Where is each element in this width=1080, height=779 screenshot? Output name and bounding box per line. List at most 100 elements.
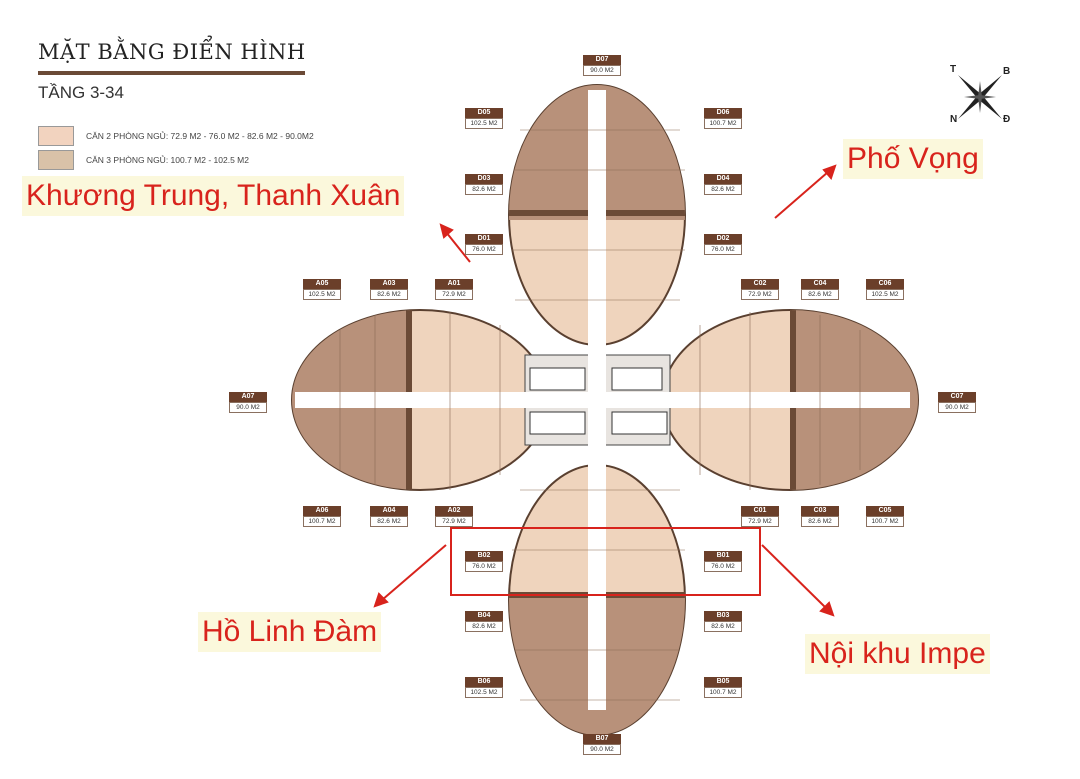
unit-code: D01: [465, 234, 503, 244]
title-divider: [38, 71, 305, 75]
unit-code: A04: [370, 506, 408, 516]
unit-label-a07: A07 90.0 M2: [229, 392, 267, 413]
unit-area: 72.9 M2: [741, 516, 779, 527]
unit-area: 82.6 M2: [370, 289, 408, 300]
unit-grid-lines: [339, 129, 861, 701]
unit-area: 72.9 M2: [435, 516, 473, 527]
unit-code: D02: [704, 234, 742, 244]
unit-label-d05: D05 102.5 M2: [465, 108, 503, 129]
compass-t: T: [950, 64, 957, 75]
unit-label-c03: C03 82.6 M2: [801, 506, 839, 527]
unit-label-d07: D07 90.0 M2: [583, 55, 621, 76]
unit-code: D06: [704, 108, 742, 118]
legend-item-2br: CĂN 2 PHÒNG NGỦ: 72.9 M2 - 76.0 M2 - 82.…: [38, 126, 314, 146]
unit-area: 90.0 M2: [583, 65, 621, 76]
unit-label-b02: B02 76.0 M2: [465, 551, 503, 572]
unit-label-d06: D06 100.7 M2: [704, 108, 742, 129]
unit-label-d02: D02 76.0 M2: [704, 234, 742, 255]
unit-code: A03: [370, 279, 408, 289]
unit-area: 102.5 M2: [866, 289, 904, 300]
unit-code: A07: [229, 392, 267, 402]
unit-code: B01: [704, 551, 742, 561]
unit-code: B05: [704, 677, 742, 687]
highlight-box-b01-b02: [450, 527, 761, 596]
legend-label: CĂN 3 PHÒNG NGỦ: 100.7 M2 - 102.5 M2: [86, 155, 249, 165]
unit-area: 100.7 M2: [704, 687, 742, 698]
unit-label-a02: A02 72.9 M2: [435, 506, 473, 527]
annotation-khuong-trung: Khương Trung, Thanh Xuân: [22, 176, 405, 216]
annotation-arrows: [373, 164, 837, 617]
unit-label-a06: A06 100.7 M2: [303, 506, 341, 527]
unit-code: A02: [435, 506, 473, 516]
unit-label-d04: D04 82.6 M2: [704, 174, 742, 195]
unit-label-b07: B07 90.0 M2: [583, 734, 621, 755]
legend-swatch: [38, 150, 74, 170]
unit-label-b06: B06 102.5 M2: [465, 677, 503, 698]
unit-area: 76.0 M2: [465, 561, 503, 572]
unit-area: 100.7 M2: [866, 516, 904, 527]
unit-code: C07: [938, 392, 976, 402]
unit-label-c02: C02 72.9 M2: [741, 279, 779, 300]
unit-code: B04: [465, 611, 503, 621]
unit-code: B02: [465, 551, 503, 561]
annotation-ho-linh-dam: Hồ Linh Đàm: [198, 612, 382, 652]
unit-label-b01: B01 76.0 M2: [704, 551, 742, 572]
unit-area: 102.5 M2: [465, 687, 503, 698]
annotation-pho-vong: Phố Vọng: [843, 139, 983, 179]
unit-code: C03: [801, 506, 839, 516]
unit-code: B07: [583, 734, 621, 744]
unit-code: C05: [866, 506, 904, 516]
unit-area: 72.9 M2: [435, 289, 473, 300]
compass-b: B: [1003, 66, 1011, 77]
unit-label-c05: C05 100.7 M2: [866, 506, 904, 527]
unit-code: A01: [435, 279, 473, 289]
unit-label-b03: B03 82.6 M2: [704, 611, 742, 632]
unit-area: 102.5 M2: [303, 289, 341, 300]
unit-label-a01: A01 72.9 M2: [435, 279, 473, 300]
unit-label-c01: C01 72.9 M2: [741, 506, 779, 527]
unit-area: 100.7 M2: [704, 118, 742, 129]
unit-label-b05: B05 100.7 M2: [704, 677, 742, 698]
unit-code: B06: [465, 677, 503, 687]
unit-label-b04: B04 82.6 M2: [465, 611, 503, 632]
unit-code: A05: [303, 279, 341, 289]
unit-label-d01: D01 76.0 M2: [465, 234, 503, 255]
compass-star-icon: [958, 75, 1002, 119]
unit-area: 90.0 M2: [938, 402, 976, 413]
unit-code: D04: [704, 174, 742, 184]
corridors: [295, 90, 910, 710]
unit-code: D07: [583, 55, 621, 65]
unit-label-a04: A04 82.6 M2: [370, 506, 408, 527]
unit-label-c07: C07 90.0 M2: [938, 392, 976, 413]
annotation-noi-khu-impe: Nội khu Impe: [805, 634, 990, 674]
legend-item-3br: CĂN 3 PHÒNG NGỦ: 100.7 M2 - 102.5 M2: [38, 150, 249, 170]
unit-area: 76.0 M2: [704, 561, 742, 572]
unit-label-c06: C06 102.5 M2: [866, 279, 904, 300]
unit-label-c04: C04 82.6 M2: [801, 279, 839, 300]
unit-area: 102.5 M2: [465, 118, 503, 129]
unit-area: 82.6 M2: [704, 621, 742, 632]
page-title: MẶT BẰNG ĐIỂN HÌNH: [38, 40, 306, 64]
unit-area: 82.6 M2: [465, 621, 503, 632]
compass-rose: T B N Đ: [945, 62, 1015, 128]
unit-code: B03: [704, 611, 742, 621]
unit-area: 90.0 M2: [229, 402, 267, 413]
unit-area: 82.6 M2: [465, 184, 503, 195]
unit-code: C01: [741, 506, 779, 516]
unit-label-a03: A03 82.6 M2: [370, 279, 408, 300]
compass-n: N: [950, 114, 958, 125]
unit-area: 82.6 M2: [370, 516, 408, 527]
legend-swatch: [38, 126, 74, 146]
unit-area: 72.9 M2: [741, 289, 779, 300]
unit-code: C02: [741, 279, 779, 289]
compass-d: Đ: [1003, 114, 1011, 125]
floor-range: TẦNG 3-34: [38, 83, 124, 102]
unit-area: 82.6 M2: [704, 184, 742, 195]
unit-area: 76.0 M2: [465, 244, 503, 255]
unit-code: D03: [465, 174, 503, 184]
legend-label: CĂN 2 PHÒNG NGỦ: 72.9 M2 - 76.0 M2 - 82.…: [86, 131, 314, 141]
unit-area: 76.0 M2: [704, 244, 742, 255]
unit-code: D05: [465, 108, 503, 118]
unit-area: 82.6 M2: [801, 516, 839, 527]
